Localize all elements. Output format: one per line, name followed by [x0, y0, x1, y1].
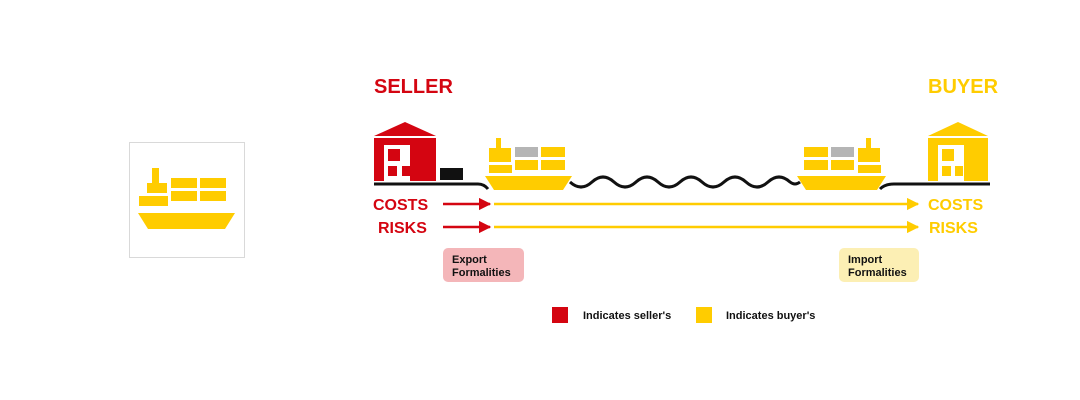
import-formalities-box: Import Formalities [839, 248, 919, 282]
import-formalities-line2: Formalities [848, 267, 907, 279]
seller-heading: SELLER [374, 76, 453, 98]
legend: Indicates seller's Indicates buyer's [552, 307, 815, 323]
ship-icon [485, 138, 572, 190]
ground-line-origin [374, 182, 490, 190]
warehouse-icon [374, 122, 436, 181]
buyer-heading: BUYER [928, 76, 999, 98]
costs-label-seller: COSTS [373, 197, 428, 214]
export-formalities-box: Export Formalities [443, 248, 524, 282]
legend-label-buyer: Indicates buyer's [726, 310, 815, 322]
truck-icon [440, 168, 463, 180]
legend-swatch-buyer [696, 307, 712, 323]
sea-wave-line [568, 175, 801, 189]
legend-swatch-seller [552, 307, 568, 323]
ship-icon [797, 138, 886, 190]
export-formalities-line1: Export [452, 254, 487, 266]
import-formalities-line1: Import [848, 254, 883, 266]
costs-label-buyer: COSTS [928, 197, 983, 214]
risks-label-seller: RISKS [378, 220, 427, 237]
legend-label-seller: Indicates seller's [583, 310, 671, 322]
warehouse-icon [928, 122, 988, 181]
risks-label-buyer: RISKS [929, 220, 978, 237]
ground-line-destination [878, 182, 990, 191]
export-formalities-line2: Formalities [452, 267, 511, 279]
transport-mode-card [129, 142, 245, 258]
ship-icon [138, 168, 235, 229]
